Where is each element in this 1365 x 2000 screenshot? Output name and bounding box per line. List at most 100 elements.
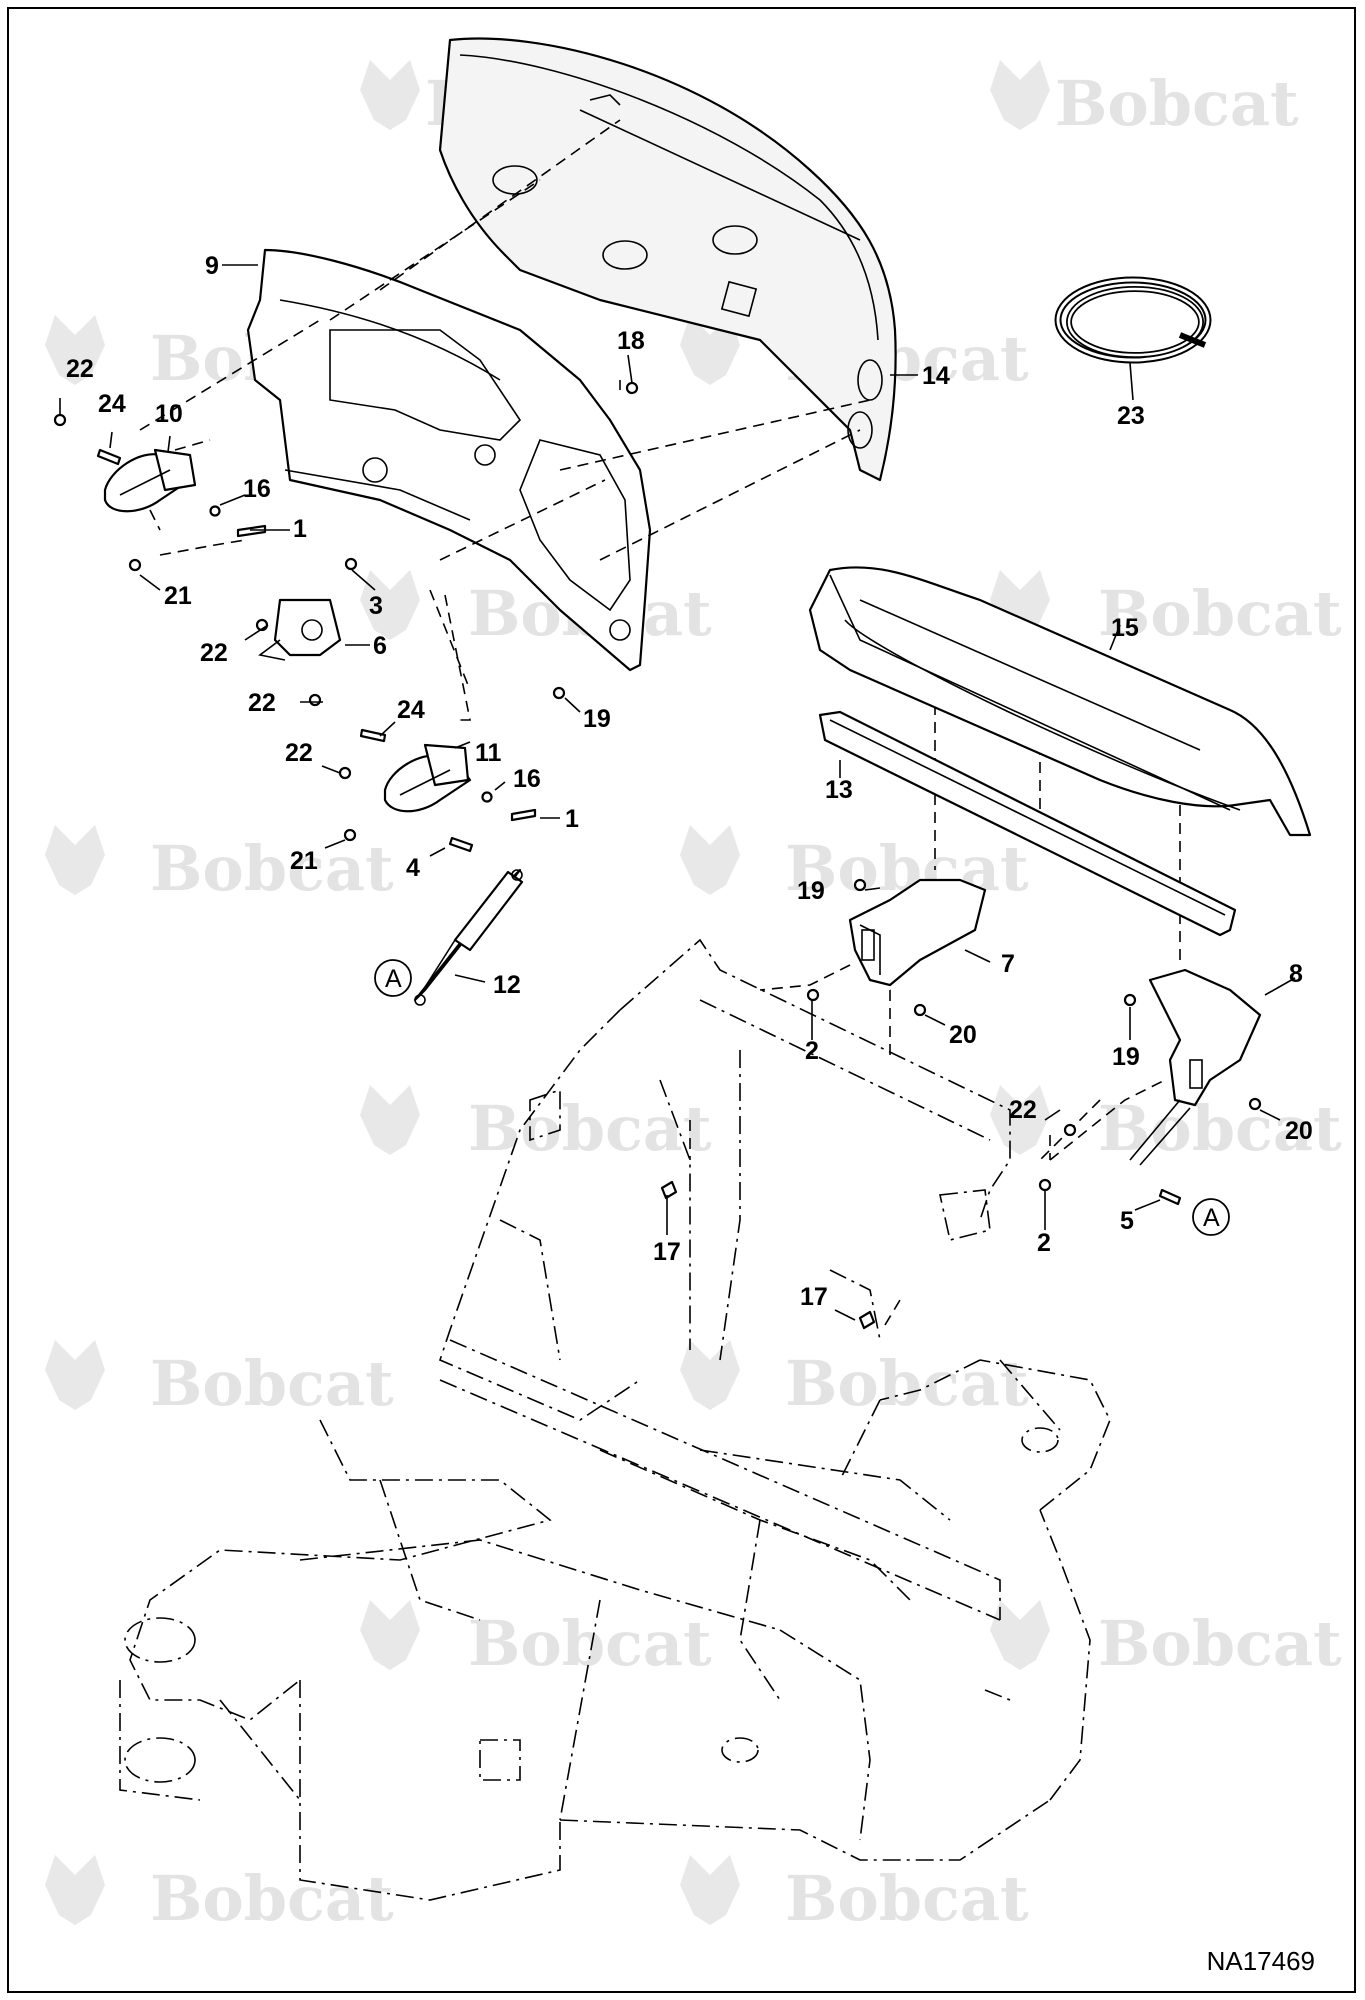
callout-20: 20 — [949, 1021, 977, 1049]
watermark: Bobcat — [45, 1340, 394, 1420]
callout-1: 1 — [565, 805, 579, 833]
watermark-text: Bobcat — [468, 1607, 712, 1680]
callout-12: 12 — [493, 971, 521, 999]
callout-22: 22 — [285, 739, 313, 767]
callout-13: 13 — [825, 776, 853, 804]
reference-label: A — [1203, 1204, 1220, 1232]
watermark-text: Bobcat — [468, 1092, 712, 1165]
watermark: Bobcat — [45, 1855, 394, 1935]
watermark-text: Bobcat — [1055, 67, 1299, 140]
bolt-icon — [858, 1310, 876, 1330]
callout-22: 22 — [1009, 1096, 1037, 1124]
callout-22: 22 — [66, 355, 94, 383]
washer-icon — [806, 988, 820, 1002]
callout-3: 3 — [369, 592, 383, 620]
callout-21: 21 — [164, 582, 192, 610]
bobcat-logo-icon — [360, 570, 420, 640]
seal-strip — [818, 710, 1237, 937]
bolt-icon — [236, 524, 267, 538]
stud-icon — [448, 836, 474, 853]
callout-6: 6 — [373, 632, 387, 660]
bobcat-logo-icon — [360, 1085, 420, 1155]
callout-4: 4 — [406, 854, 420, 882]
callout-15: 15 — [1111, 614, 1139, 642]
watermark-text: Bobcat — [785, 1862, 1029, 1935]
callout-8: 8 — [1289, 960, 1303, 988]
nut-icon — [53, 413, 67, 427]
bobcat-logo-icon — [990, 1085, 1050, 1155]
watermark: Bobcat — [360, 1600, 712, 1680]
watermark-text: Bobcat — [150, 832, 394, 905]
gas-strut — [413, 868, 524, 1006]
top-cover — [808, 566, 1312, 837]
watermark-text: Bobcat — [1098, 1092, 1342, 1165]
diagram-border — [7, 7, 1356, 1993]
nut-icon — [1063, 1123, 1077, 1137]
lower-hinge — [383, 743, 472, 813]
watermark: Bobcat — [990, 1085, 1342, 1165]
watermark-layer: Bobcat Bobcat Bobcat Bobcat Bobcat Bobca… — [45, 60, 1342, 1935]
stud-icon — [96, 448, 122, 466]
watermark: Bobcat — [680, 1855, 1029, 1935]
upper-hinge — [103, 448, 197, 513]
bobcat-logo-icon — [360, 1600, 420, 1670]
watermark-text: Bobcat — [1098, 1607, 1342, 1680]
callout-19: 19 — [1112, 1043, 1140, 1071]
nut-icon — [308, 693, 322, 707]
callout-1: 1 — [293, 515, 307, 543]
callout-24: 24 — [98, 390, 126, 418]
watermark: Bobcat — [990, 570, 1342, 650]
callout-labels: 9 14 23 18 22 24 10 16 1 21 3 22 6 19 22… — [66, 252, 1313, 1311]
reference-circle-icon — [1192, 1198, 1230, 1236]
callout-17: 17 — [653, 1238, 681, 1266]
reference-label: A — [385, 965, 402, 993]
callout-22: 22 — [248, 689, 276, 717]
callout-18: 18 — [617, 327, 645, 355]
callout-14: 14 — [922, 362, 950, 390]
bobcat-logo-icon — [990, 1600, 1050, 1670]
callout-20: 20 — [1285, 1117, 1313, 1145]
right-bracket — [1129, 968, 1262, 1166]
watermark: Bobcat — [990, 60, 1299, 140]
nut-icon — [343, 828, 357, 842]
callout-2: 2 — [1037, 1229, 1051, 1257]
watermark-text: Bobcat — [150, 1862, 394, 1935]
bolt-head-icon — [625, 381, 639, 395]
hose-coil — [1054, 276, 1212, 364]
fasteners — [53, 381, 1262, 1330]
callout-16: 16 — [243, 475, 271, 503]
callout-11: 11 — [475, 739, 502, 767]
bolt-icon — [510, 808, 537, 822]
bolt-icon — [660, 1180, 678, 1200]
washer-icon — [481, 791, 493, 803]
callout-17: 17 — [800, 1283, 828, 1311]
watermark: Bobcat — [45, 825, 394, 905]
watermark-text: Bobcat — [785, 1347, 1029, 1420]
machine-frame — [119, 938, 1111, 1901]
nut-icon — [1248, 1097, 1262, 1111]
bobcat-logo-icon — [680, 1855, 740, 1925]
callout-19: 19 — [583, 705, 611, 733]
reference-marker: A — [1192, 1198, 1230, 1236]
bobcat-logo-icon — [680, 315, 740, 385]
callout-leaders — [59, 264, 1296, 1321]
callout-21: 21 — [290, 847, 318, 875]
callout-19: 19 — [797, 877, 825, 905]
washer-icon — [1038, 1178, 1052, 1192]
nut-icon — [338, 766, 352, 780]
bolt-head-icon — [853, 878, 867, 892]
bobcat-logo-icon — [680, 1340, 740, 1410]
bobcat-logo-icon — [990, 60, 1050, 130]
callout-24: 24 — [397, 696, 425, 724]
left-bracket — [848, 878, 987, 987]
callout-9: 9 — [205, 252, 219, 280]
reference-circle-icon — [374, 959, 412, 997]
reference-marker: A — [374, 959, 412, 997]
bobcat-logo-icon — [360, 60, 420, 130]
callout-23: 23 — [1117, 402, 1145, 430]
watermark: Bobcat — [680, 1340, 1029, 1420]
rear-door-panel — [438, 37, 897, 482]
bobcat-logo-icon — [45, 1340, 105, 1410]
nut-icon — [128, 558, 142, 572]
